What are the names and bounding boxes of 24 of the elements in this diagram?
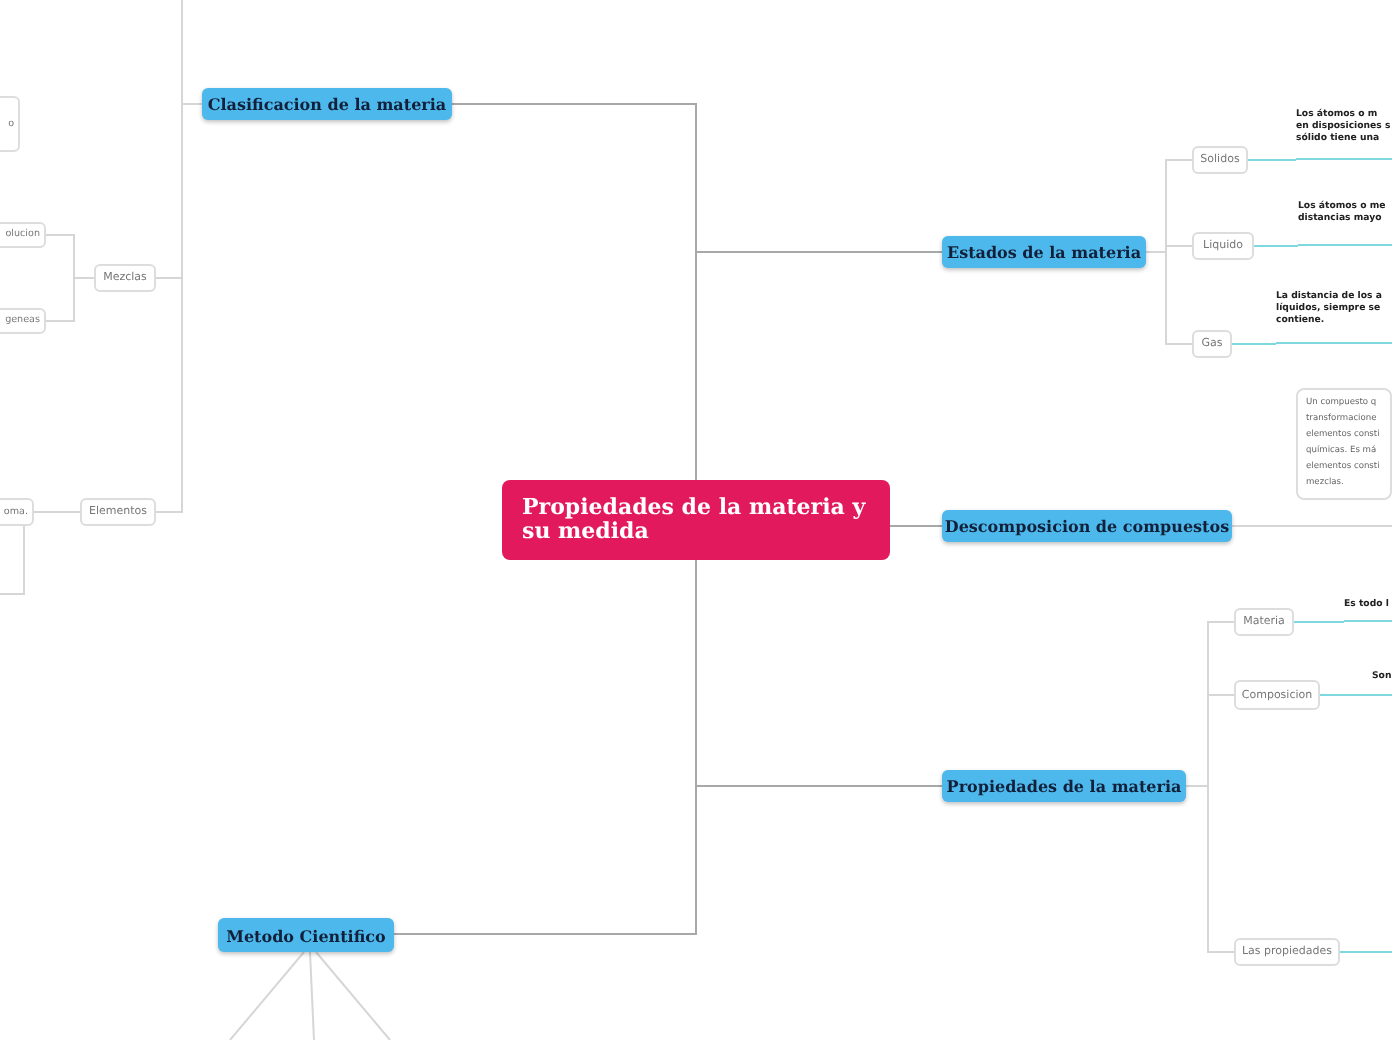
topic-box: Clasificacion de la materia (202, 88, 452, 120)
connector (1293, 621, 1345, 623)
connector (1145, 251, 1193, 345)
connector (1185, 785, 1235, 953)
connector (1231, 343, 1277, 345)
connector (33, 511, 81, 513)
branch-line (0, 525, 25, 595)
topic-box: Metodo Cientifico (218, 918, 394, 952)
connector (695, 251, 943, 481)
branch-line (1231, 525, 1392, 527)
connector (1319, 694, 1373, 696)
connector (1253, 245, 1299, 247)
topic-box: Descomposicion de compuestos (942, 510, 1232, 542)
branch-line (229, 951, 305, 1040)
connector (889, 525, 943, 527)
branch-line (309, 951, 315, 1040)
branch-line (181, 0, 203, 105)
topic-box: Estados de la materia (942, 236, 1146, 268)
branch-line (1339, 951, 1392, 953)
topic-box: Propiedades de la materia (942, 770, 1186, 802)
branch-line (315, 951, 391, 1040)
central-topic: Propiedades de la materia y su medida (502, 480, 890, 560)
connector (1247, 159, 1297, 161)
connector (45, 277, 95, 322)
